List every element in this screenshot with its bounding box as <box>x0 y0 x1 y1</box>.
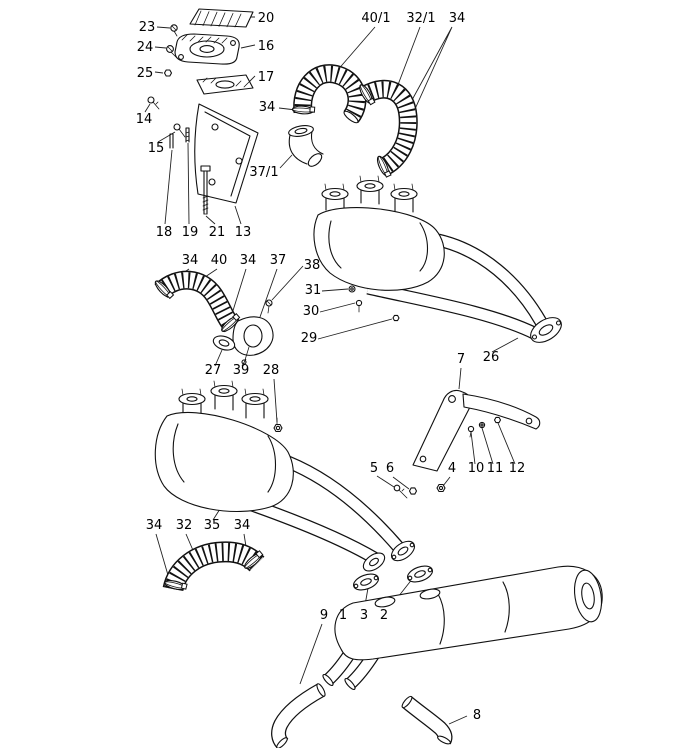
callout-29: 29 <box>301 331 318 346</box>
callout-34-e: 34 <box>146 518 163 533</box>
part-38-screw <box>265 299 273 314</box>
callout-28: 28 <box>263 363 280 378</box>
part-14-bolt <box>147 96 160 110</box>
callout-20: 20 <box>258 11 275 26</box>
callout-15: 15 <box>148 141 165 156</box>
part-40-hose <box>154 270 240 333</box>
callout-10: 10 <box>468 461 485 476</box>
callout-8: 8 <box>473 708 481 723</box>
callout-21: 21 <box>209 225 226 240</box>
part-32-1-hose <box>360 79 418 177</box>
callout-14: 14 <box>136 112 153 127</box>
part-29-nut <box>392 314 400 322</box>
part-15-bolt <box>173 123 186 138</box>
callout-13: 13 <box>235 225 252 240</box>
callout-23: 23 <box>139 20 156 35</box>
callout-32: 32 <box>176 518 193 533</box>
callout-30: 30 <box>303 304 320 319</box>
callout-11: 11 <box>487 461 504 476</box>
part-6-nut <box>408 487 418 495</box>
callout-31: 31 <box>305 283 322 298</box>
part-24-screw <box>166 45 178 59</box>
callout-26: 26 <box>483 350 500 365</box>
part-2-gasket <box>407 565 433 583</box>
callout-38: 38 <box>304 258 321 273</box>
part-12-nut <box>493 416 502 424</box>
callout-24: 24 <box>137 40 154 55</box>
part-3-gasket <box>353 573 379 591</box>
callout-34-a: 34 <box>449 11 466 26</box>
callout-34-d: 34 <box>240 253 257 268</box>
callout-37: 37 <box>270 253 287 268</box>
callout-16: 16 <box>258 39 275 54</box>
callout-9: 9 <box>320 608 328 623</box>
callout-25: 25 <box>137 66 154 81</box>
part-21-bolt <box>200 165 211 215</box>
part-8-tailpipe <box>401 695 453 745</box>
callout-39: 39 <box>233 363 250 378</box>
callout-7: 7 <box>457 352 465 367</box>
callout-3: 3 <box>360 608 368 623</box>
callout-34-b: 34 <box>259 100 276 115</box>
callout-37-1: 37/1 <box>249 165 278 180</box>
part-28-nut <box>273 417 283 433</box>
part-37-regulator <box>232 316 274 365</box>
part-20-support-plate <box>189 8 254 28</box>
part-9-tailpipe <box>271 683 326 748</box>
callout-40-1: 40/1 <box>361 11 390 26</box>
callout-19: 19 <box>182 225 199 240</box>
callout-1: 1 <box>339 608 347 623</box>
part-16-mount <box>174 33 240 65</box>
part-27-flange <box>212 335 236 351</box>
callout-27: 27 <box>205 363 222 378</box>
callout-32-1: 32/1 <box>406 11 435 26</box>
callout-34-f: 34 <box>234 518 251 533</box>
part-40-1-hose <box>293 64 367 124</box>
callout-4: 4 <box>448 461 456 476</box>
part-18-stud <box>169 133 174 149</box>
part-32-hose <box>162 541 265 592</box>
callout-34-c: 34 <box>182 253 199 268</box>
callout-labels: 23 20 24 16 25 17 14 15 18 19 21 13 40/1… <box>136 11 526 723</box>
part-26-heat-exchanger <box>313 175 562 343</box>
part-7-bracket <box>412 389 541 472</box>
part-11-washer <box>478 421 486 429</box>
part-17-gasket <box>196 74 254 95</box>
callout-40: 40 <box>211 253 228 268</box>
part-37-1-elbow <box>288 125 324 167</box>
callout-6: 6 <box>386 461 394 476</box>
part-13-bracket <box>194 103 259 204</box>
part-4-nut <box>436 483 446 493</box>
callout-5: 5 <box>370 461 378 476</box>
callout-2: 2 <box>380 608 388 623</box>
part-31-washer <box>348 285 356 293</box>
part-1-muffler <box>322 565 603 691</box>
part-35-heat-exchanger <box>154 380 416 572</box>
part-30-stud <box>355 299 363 313</box>
hose-clamp-34-elbow <box>291 104 316 116</box>
part-10-bolt <box>467 425 475 438</box>
callout-18: 18 <box>156 225 173 240</box>
callout-17: 17 <box>258 70 275 85</box>
callout-35: 35 <box>204 518 221 533</box>
part-19-stud <box>185 127 190 143</box>
callout-12: 12 <box>509 461 526 476</box>
part-23-screw <box>170 24 178 37</box>
part-5-bolt <box>393 484 408 499</box>
part-25-nut <box>163 69 173 77</box>
